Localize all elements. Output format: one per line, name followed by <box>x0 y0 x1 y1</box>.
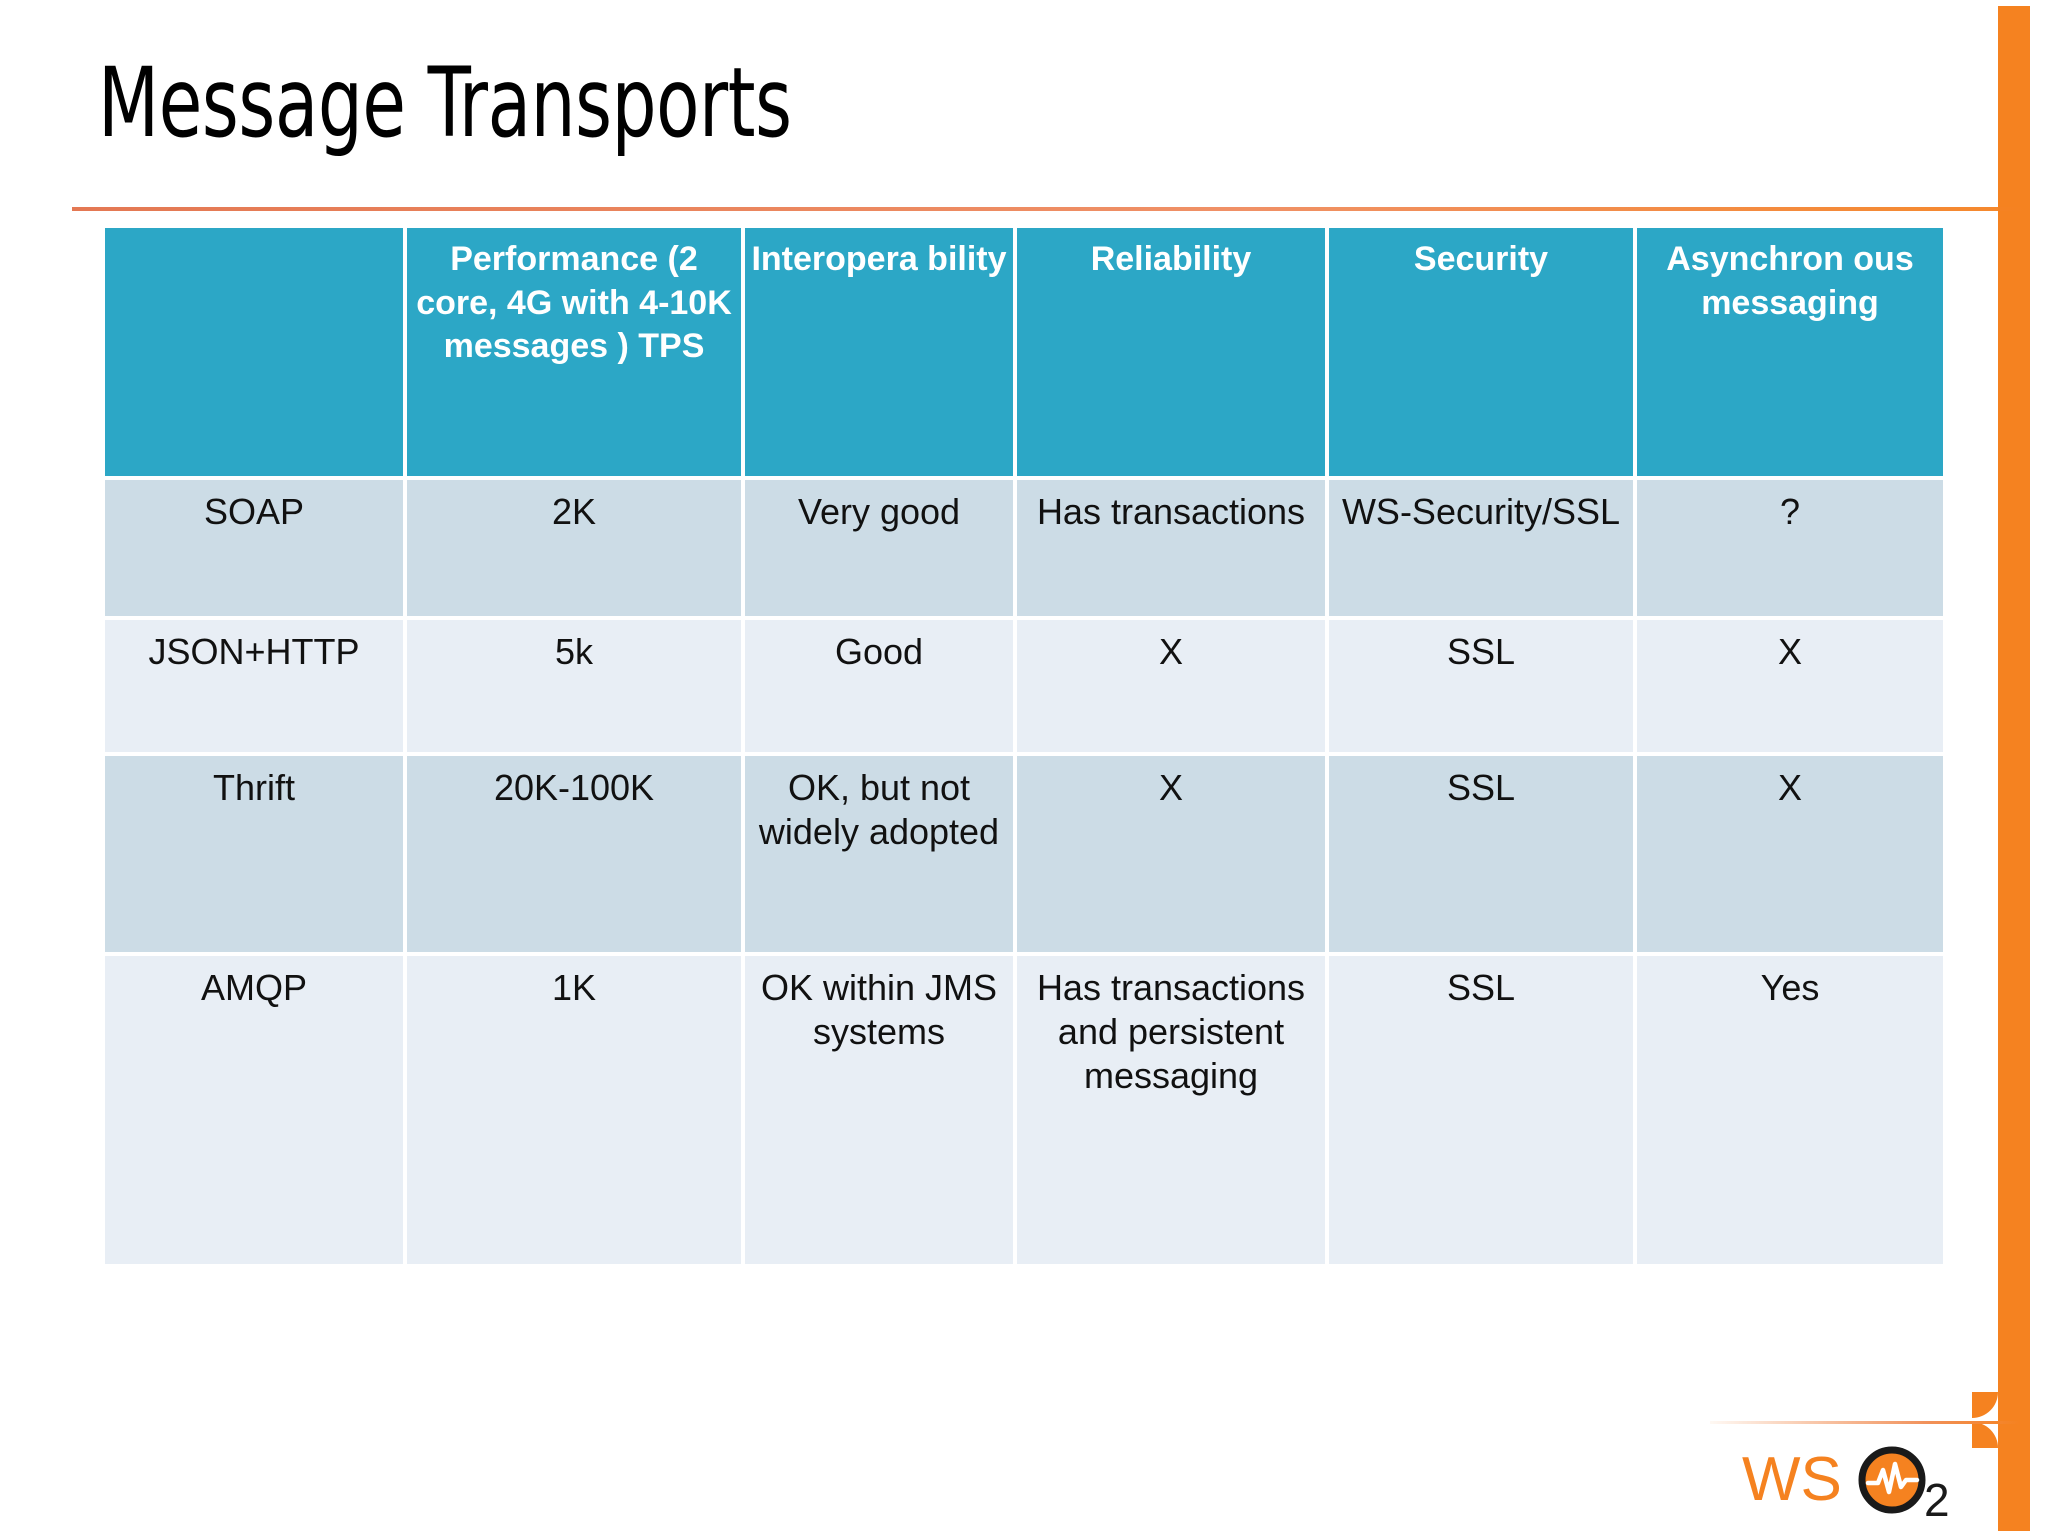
cell-async-messaging: X <box>1637 620 1943 756</box>
message-transports-comparison-table: Performance (2 core, 4G with 4-10K messa… <box>105 228 1943 1268</box>
cell-reliability: X <box>1017 620 1329 756</box>
column-header-transport <box>105 228 407 480</box>
cell-async-messaging: X <box>1637 756 1943 956</box>
cell-performance: 1K <box>407 956 745 1268</box>
cell-security: SSL <box>1329 956 1637 1268</box>
wso2-logo-subscript-two: 2 <box>1924 1474 1950 1518</box>
table-body: SOAP 2K Very good Has transactions WS-Se… <box>105 480 1943 1268</box>
cell-reliability: Has transactions and persistent messagin… <box>1017 956 1329 1268</box>
cell-async-messaging: ? <box>1637 480 1943 620</box>
cell-security: SSL <box>1329 620 1637 756</box>
column-header-security: Security <box>1329 228 1637 480</box>
cell-transport-name: AMQP <box>105 956 407 1268</box>
cell-performance: 5k <box>407 620 745 756</box>
cell-interoperability: Very good <box>745 480 1017 620</box>
table-row: AMQP 1K OK within JMS systems Has transa… <box>105 956 1943 1268</box>
cell-interoperability: OK within JMS systems <box>745 956 1017 1268</box>
table-row: JSON+HTTP 5k Good X SSL X <box>105 620 1943 756</box>
column-header-interoperability: Interopera bility <box>745 228 1017 480</box>
table-header: Performance (2 core, 4G with 4-10K messa… <box>105 228 1943 480</box>
column-header-async-messaging: Asynchron ous messaging <box>1637 228 1943 480</box>
cell-performance: 20K-100K <box>407 756 745 956</box>
page-title: Message Transports <box>98 47 792 159</box>
cell-transport-name: SOAP <box>105 480 407 620</box>
table-header-row: Performance (2 core, 4G with 4-10K messa… <box>105 228 1943 480</box>
column-header-reliability: Reliability <box>1017 228 1329 480</box>
cell-interoperability: OK, but not widely adopted <box>745 756 1017 956</box>
cell-reliability: X <box>1017 756 1329 956</box>
wso2-logo-pulse-icon <box>1865 1461 1920 1495</box>
wso2-logo-ws-text: WS <box>1742 1445 1842 1514</box>
right-edge-orange-bar <box>1998 6 2030 1531</box>
cell-reliability: Has transactions <box>1017 480 1329 620</box>
table-row: Thrift 20K-100K OK, but not widely adopt… <box>105 756 1943 956</box>
orange-bar-notch-top <box>1972 1392 1998 1418</box>
cell-transport-name: Thrift <box>105 756 407 956</box>
column-header-performance: Performance (2 core, 4G with 4-10K messa… <box>407 228 745 480</box>
cell-security: WS-Security/SSL <box>1329 480 1637 620</box>
table-row: SOAP 2K Very good Has transactions WS-Se… <box>105 480 1943 620</box>
cell-interoperability: Good <box>745 620 1017 756</box>
cell-transport-name: JSON+HTTP <box>105 620 407 756</box>
cell-security: SSL <box>1329 756 1637 956</box>
wso2-logo: WS 2 <box>1742 1445 1950 1518</box>
title-divider-rule <box>72 207 2030 211</box>
cell-async-messaging: Yes <box>1637 956 1943 1268</box>
cell-performance: 2K <box>407 480 745 620</box>
footer-divider-rule <box>1710 1421 2020 1424</box>
orange-bar-notch-bottom <box>1972 1422 1998 1448</box>
